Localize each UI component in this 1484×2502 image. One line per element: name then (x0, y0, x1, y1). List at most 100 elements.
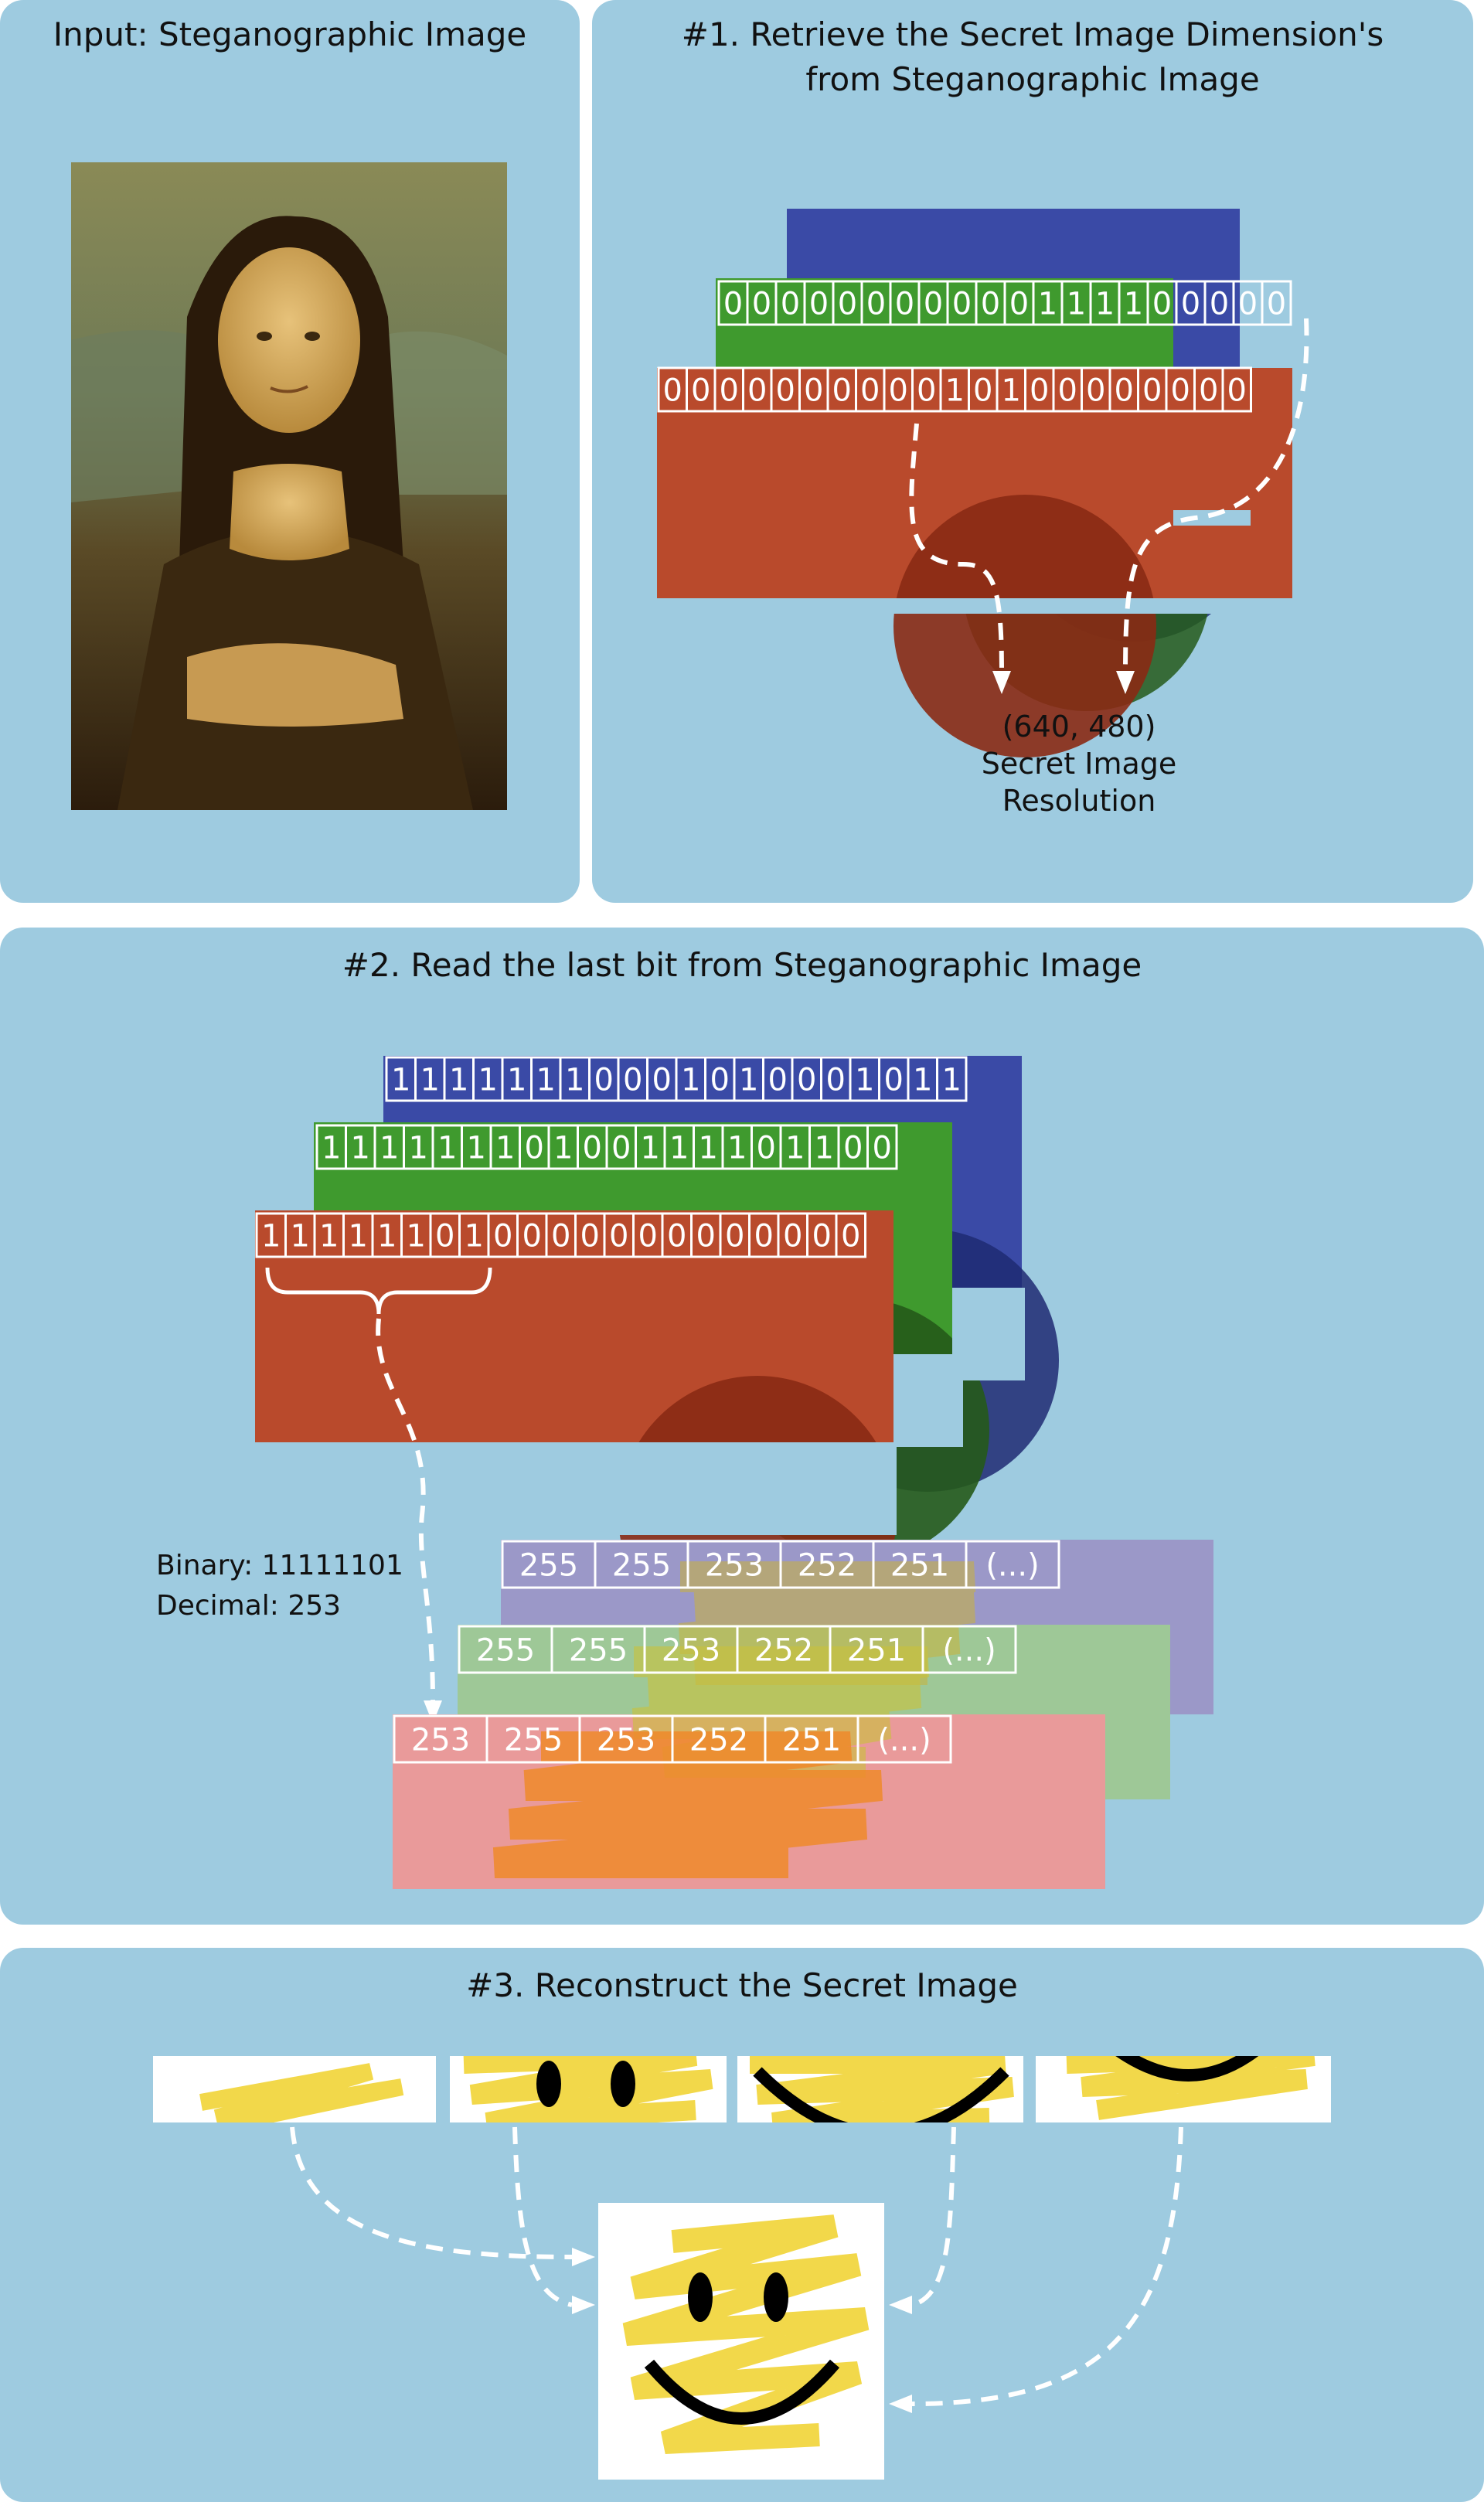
step1-green-bit-text: 0 (1210, 286, 1229, 322)
resolution-value: (640, 480) (1002, 710, 1156, 744)
step2-green-bit-text: 1 (467, 1130, 486, 1166)
step2-red-bit-text: 1 (377, 1218, 397, 1254)
step1-red-bit-text: 0 (1058, 373, 1077, 408)
step1-red-bit-text: 0 (973, 373, 992, 408)
step1-green-bit-text: 0 (1152, 286, 1172, 322)
step2-blue-bit-text: 1 (565, 1062, 584, 1098)
step1-green-bit-text: 1 (1124, 286, 1143, 322)
resolution-caption-line2: Resolution (1002, 784, 1156, 818)
step2-green-bit-text: 1 (322, 1130, 341, 1166)
step2-blue-bit-text: 1 (420, 1062, 440, 1098)
step2-panel: #2. Read the last bit from Steganographi… (0, 928, 1484, 1925)
step2-red-bit-text: 0 (667, 1218, 686, 1254)
step3-title: #3. Reconstruct the Secret Image (466, 1966, 1018, 2004)
step1-green-bit-text: 0 (981, 286, 1000, 322)
step2-blue-value-text: 253 (705, 1547, 764, 1583)
step1-green-bit-text: 0 (752, 286, 771, 322)
step2-blue-bit-text: 0 (623, 1062, 642, 1098)
step2-red-bit-text: 0 (522, 1218, 542, 1254)
step2-green-value-text: 253 (662, 1632, 720, 1668)
step1-title-line2: from Steganographic Image (805, 60, 1260, 98)
step2-green-bit-text: 1 (409, 1130, 428, 1166)
step2-blue-value-text: 252 (798, 1547, 856, 1583)
step2-green-value-text: 251 (847, 1632, 906, 1668)
step2-red-value-text: (...) (877, 1722, 931, 1758)
step2-red-bit-text: 1 (261, 1218, 281, 1254)
step2-red-bit-cell (835, 1212, 866, 1258)
step1-green-bit-text: 0 (895, 286, 914, 322)
step2-green-bit-text: 1 (641, 1130, 660, 1166)
step2-red-value-text: 252 (689, 1722, 748, 1758)
step2-red-bit-text: 0 (609, 1218, 628, 1254)
step2-green-bit-cell (866, 1124, 898, 1170)
step2-blue-bit-text: 1 (913, 1062, 932, 1098)
step1-green-bit-text: 0 (1267, 286, 1286, 322)
step1-green-bit-text: 0 (924, 286, 943, 322)
step2-green-bit-text: 0 (843, 1130, 863, 1166)
step1-red-bit-cell (1221, 366, 1252, 413)
input-title: Input: Steganographic Image (53, 15, 527, 53)
step2-blue-bit-text: 0 (710, 1062, 730, 1098)
step1-red-bit-text: 0 (804, 373, 823, 408)
step2-red-bit-text: 0 (812, 1218, 832, 1254)
step2-blue-bit-text: 0 (768, 1062, 788, 1098)
step2-green-value-text: 255 (569, 1632, 628, 1668)
step2-blue-bit-text: 0 (826, 1062, 846, 1098)
step2-green-bit-text: 1 (669, 1130, 689, 1166)
step2-red-bit-text: 1 (407, 1218, 426, 1254)
step1-red-bit-text: 0 (1171, 373, 1190, 408)
step1-red-bit-text: 0 (1199, 373, 1218, 408)
step1-green-bit-cell (1261, 280, 1292, 326)
step2-green-bit-text: 0 (873, 1130, 892, 1166)
step2-blue-bit-cell (936, 1056, 968, 1102)
step1-green-bit-text: 1 (1067, 286, 1086, 322)
step2-red-bit-text: 1 (349, 1218, 368, 1254)
step2-green-bit-text: 1 (815, 1130, 834, 1166)
step2-blue-bit-text: 0 (594, 1062, 614, 1098)
step2-blue-bit-text: 1 (391, 1062, 410, 1098)
step2-red-bit-text: 0 (841, 1218, 860, 1254)
binary-text: Binary: 11111101 (156, 1550, 403, 1581)
resolution-caption-line1: Secret Image (981, 747, 1177, 781)
step1-red-bit-text: 0 (747, 373, 767, 408)
step2-blue-bit-text: 1 (855, 1062, 874, 1098)
step1-red-bit-text: 0 (1227, 373, 1247, 408)
step2-blue-value-text: 251 (890, 1547, 949, 1583)
step1-red-bit-text: 1 (1002, 373, 1021, 408)
step2-green-bit-text: 1 (351, 1130, 370, 1166)
step1-green-bit-text: 0 (952, 286, 972, 322)
step3-panel: #3. Reconstruct the Secret Image (0, 1948, 1484, 2502)
step2-blue-bit-text: 1 (681, 1062, 700, 1098)
step2-blue-bit-text: 1 (507, 1062, 526, 1098)
step1-red-bit-text: 0 (860, 373, 880, 408)
step2-title: #2. Read the last bit from Steganographi… (342, 946, 1142, 984)
step2-green-bit-text: 1 (553, 1130, 573, 1166)
input-panel: Input: Steganographic Image (0, 0, 580, 903)
step2-blue-bit-text: 0 (884, 1062, 904, 1098)
step2-blue-bit-text: 1 (942, 1062, 962, 1098)
step2-red-bit-text: 0 (783, 1218, 802, 1254)
step2-red-value-text: 255 (504, 1722, 563, 1758)
step1-green-bit-text: 0 (723, 286, 743, 322)
step2-red-value-text: 251 (782, 1722, 841, 1758)
step2-blue-bit-text: 0 (797, 1062, 816, 1098)
step1-green-bit-text: 1 (1038, 286, 1057, 322)
step1-green-bit-text: 0 (838, 286, 857, 322)
step2-red-bit-text: 0 (696, 1218, 716, 1254)
step2-green-bit-text: 0 (757, 1130, 776, 1166)
step2-green-bit-text: 0 (525, 1130, 544, 1166)
step2-blue-bit-text: 1 (478, 1062, 498, 1098)
step2-green-bit-text: 0 (583, 1130, 602, 1166)
step2-green-value-text: (...) (942, 1632, 996, 1668)
step2-blue-bit-text: 1 (536, 1062, 556, 1098)
step2-red-value-text: 253 (597, 1722, 655, 1758)
step2-green-bit-text: 1 (785, 1130, 805, 1166)
step1-red-bit-text: 0 (1115, 373, 1134, 408)
step2-green-value-cell (921, 1625, 1017, 1674)
step2-green-value-text: 252 (754, 1632, 813, 1668)
smiley-face (622, 2214, 870, 2454)
step2-red-bit-text: 0 (580, 1218, 600, 1254)
